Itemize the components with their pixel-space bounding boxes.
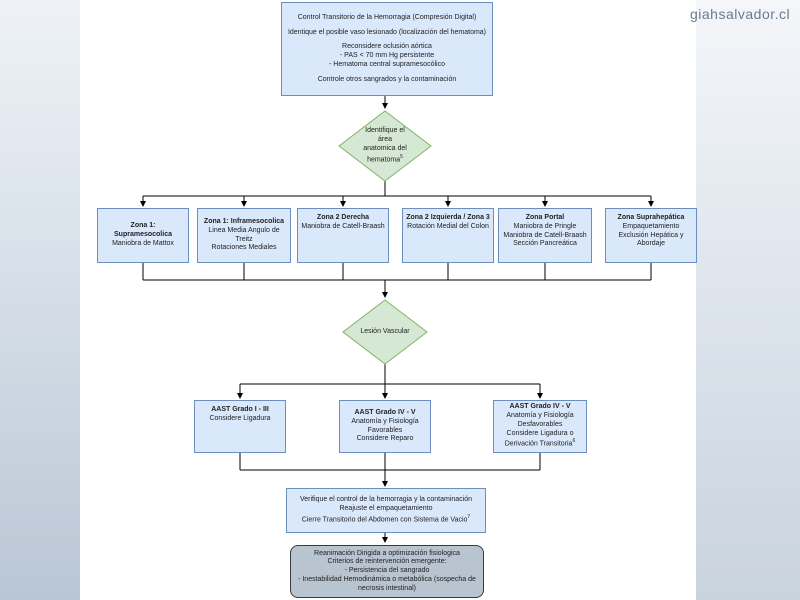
zone-line: Rotaciones Mediales [211, 244, 277, 252]
zone-line: Exclusión Hepática y [618, 231, 684, 239]
final-line: - Inestabilidad Hemodinámica o metabólic… [298, 575, 476, 583]
zone-portal-box: Zona Portal Maniobra de Pringle Maniobra… [498, 208, 592, 263]
grade-title: AAST Grado IV - V [509, 403, 571, 411]
zone-line: Linea Media Angulo de [208, 226, 280, 234]
zone-line: Maniobra de Mattox [112, 239, 174, 247]
final-line: Reanimación Dirigida a optimización fisi… [314, 549, 460, 557]
top-line-4: - PAS < 70 mm Hg persistente [339, 52, 435, 59]
verify-line: Cierre Transitorio del Abdomen con Siste… [302, 514, 470, 525]
diamond1-line-4: hematoma5 [367, 154, 403, 165]
grade-iv-v-favorable-box: AAST Grado IV - V Anatomía y Fisiología … [339, 400, 431, 453]
zone-2-izquierda-box: Zona 2 Izquierda / Zona 3 Rotación Media… [402, 208, 494, 263]
grade-i-iii-box: AAST Grado I - III Considere Ligadura [194, 400, 286, 453]
final-line: necrosis intestinal) [358, 584, 416, 592]
grade-line: Desfavorables [517, 420, 563, 428]
footnote-6: 6 [572, 438, 576, 445]
zone-line: Maniobra de Pringle [513, 222, 577, 230]
zone-supramesocolica-box: Zona 1: Supramesocolica Maniobra de Matt… [97, 208, 189, 263]
grade-line: Considere Reparo [356, 435, 414, 443]
background-right [696, 0, 800, 600]
top-line-5: - Hematoma central supramesocólico [329, 60, 445, 68]
grade-line-text: Derivación Transitoria [504, 440, 573, 448]
verify-control-box: Verifique el control de la hemorragia y … [286, 488, 486, 533]
zone-line: Abordaje [636, 240, 666, 248]
top-line-3: Reconsidere oclusión aórtica [342, 43, 432, 51]
zone-2-derecha-box: Zona 2 Derecha Maniobra de Catell-Braash [297, 208, 389, 263]
zone-title: Zona 2 Derecha [316, 214, 370, 221]
verify-line-text: Cierre Transitorio del Abdomen con Siste… [301, 516, 468, 524]
grade-line: Considere Ligadura o [506, 429, 574, 437]
zone-title: Zona 1: Inframesocolica [203, 218, 285, 225]
top-line-1: Control Transitorio de la Hemorragia (Co… [297, 13, 477, 21]
initial-control-box: Control Transitorio de la Hemorragia (Co… [281, 2, 493, 96]
zone-line: Maniobra de Catell-Braash [503, 231, 587, 239]
diamond1-line-4-text: hematoma [367, 155, 401, 163]
grade-iv-v-unfavorable-box: AAST Grado IV - V Anatomía y Fisiología … [493, 400, 587, 453]
diamond1-line-1: Identifique el [365, 127, 405, 135]
diamond2-line: Lesión Vascular [360, 327, 410, 335]
zone-line: Rotación Medial del Colon [407, 222, 489, 230]
top-line-6: Controle otros sangrados y la contaminac… [317, 75, 457, 83]
grade-line: Considere Ligadura [209, 414, 271, 422]
zone-line: Treitz [235, 235, 253, 243]
grade-line: Favorables [367, 426, 403, 434]
grade-title: AAST Grado IV - V [354, 409, 416, 416]
grade-line: Derivación Transitoria6 [505, 438, 575, 449]
diamond-area-shape [338, 110, 432, 182]
diamond1-line-3: anatomica del [363, 144, 407, 152]
site-watermark: giahsalvador.cl [690, 6, 791, 22]
verify-line: Verifique el control de la hemorragia y … [300, 496, 472, 504]
grade-line: Anatomía y Fisiología [351, 417, 419, 425]
footnote-5: 5 [400, 153, 403, 160]
top-line-2: Identique el posible vaso lesionado (loc… [287, 28, 487, 36]
verify-line: Reajuste el empaquetamiento [339, 504, 433, 512]
footnote-7: 7 [467, 513, 471, 520]
final-line: Criterios de reintervención emergente: [327, 558, 447, 566]
resuscitation-box: Reanimación Dirigida a optimización fisi… [290, 545, 484, 598]
diamond-lesion-label: Lesión Vascular [345, 322, 425, 342]
zone-title: Zona 1: Supramesocolica [114, 222, 172, 239]
zone-title: Zona Portal [525, 214, 565, 221]
grade-title: AAST Grado I - III [211, 406, 269, 413]
zone-suprahepatica-box: Zona Suprahepática Empaquetamiento Exclu… [605, 208, 697, 263]
zone-title: Zona Suprahepática [617, 214, 685, 221]
zone-line: Empaquetamiento [622, 222, 680, 230]
zone-line: Maniobra de Catell-Braash [301, 222, 385, 230]
zone-line: Sección Pancreática [513, 240, 577, 248]
final-line: - Persistencia del sangrado [344, 567, 430, 575]
background-left [0, 0, 80, 600]
zone-title: Zona 2 Izquierda / Zona 3 [406, 214, 490, 221]
diamond1-line-2: área [377, 136, 392, 144]
grade-line: Anatomía y Fisiología [506, 412, 574, 420]
diamond-lesion-shape [342, 299, 428, 365]
zone-inframesocolica-box: Zona 1: Inframesocolica Linea Media Angu… [197, 208, 291, 263]
diamond-area-label: Identifique el área anatomica del hemato… [345, 121, 425, 171]
